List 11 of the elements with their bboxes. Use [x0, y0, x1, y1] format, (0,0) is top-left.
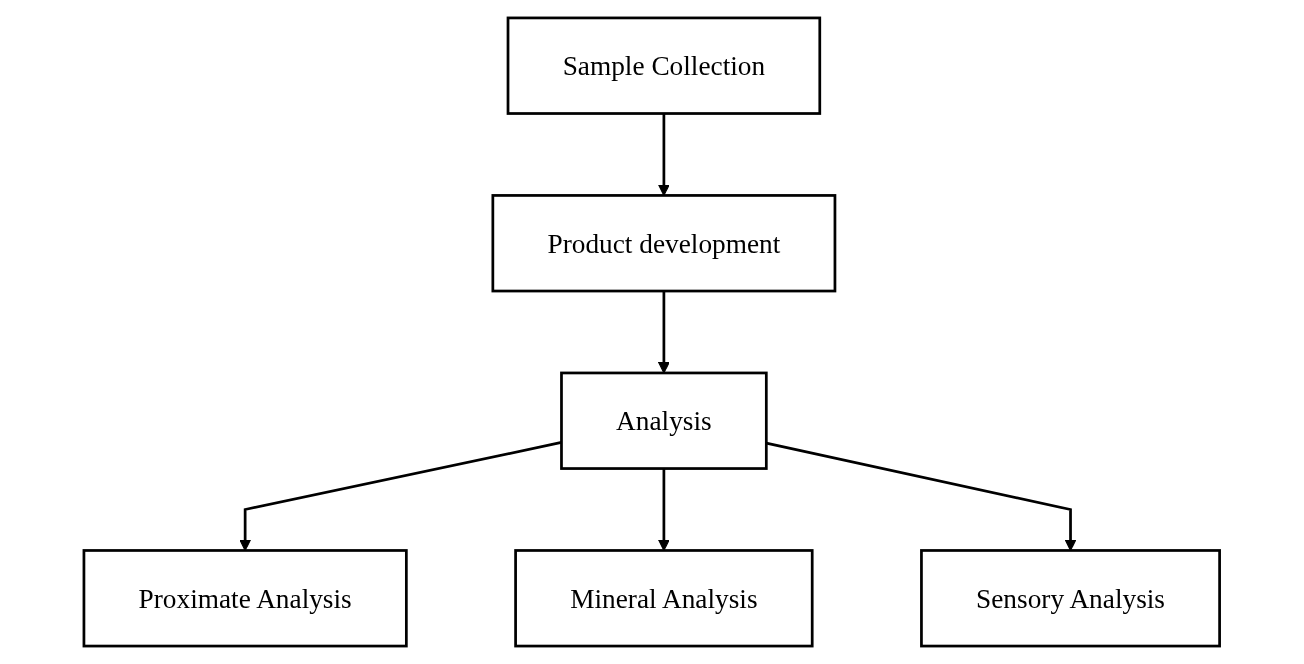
arrow: [239, 441, 562, 551]
arrow: [658, 468, 671, 551]
node-box: [82, 549, 408, 648]
node-box: [920, 549, 1222, 648]
flowchart-drawing: Sample Collection Product development Analysis Proximate Analysis Mineral Analysis Sensory Analysis: [73, 7, 1231, 657]
arrow: [658, 113, 671, 196]
node-box: [514, 549, 814, 648]
node-box: [560, 371, 768, 470]
node-box: [506, 16, 822, 115]
node-box: [491, 194, 837, 293]
arrow: [766, 441, 1077, 551]
